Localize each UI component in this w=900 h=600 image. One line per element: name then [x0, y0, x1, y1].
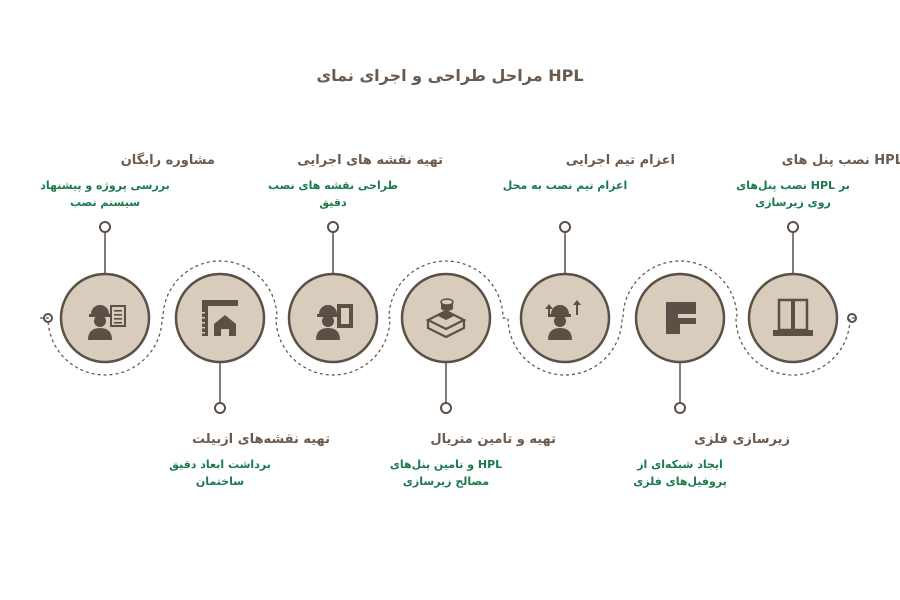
step-description-line: مصالح زیرسازی: [402, 475, 490, 488]
step-text-6: زیرسازی فلزی ایجاد شبکه‌ای از پروفیل‌های ف…: [570, 432, 790, 490]
step-anchor-dot: [327, 221, 339, 233]
step-text-2: تهیه نقشه‌های ازبیلت برداشت ابعاد دقیق ساخ…: [110, 432, 330, 490]
step-title: تهیه و تامین متریال: [430, 432, 556, 447]
step-description-line: طراحی نقشه های نصب: [268, 179, 398, 192]
ruler-house-icon: [202, 300, 238, 336]
dashed-connector: [40, 260, 858, 376]
step-description-line: برداشت ابعاد دقیق: [169, 458, 271, 471]
step-title: اعزام تیم اجرایی: [565, 153, 675, 168]
materials-box-icon: [425, 298, 467, 339]
step-text-1: مشاوره رایگان بررسی پروژه و پیشنهاد سیستم …: [0, 153, 215, 211]
step-description-line: بررسی پروژه و پیشنهاد: [40, 179, 170, 192]
step-title: مشاوره رایگان: [120, 153, 215, 168]
step-6: [634, 272, 726, 414]
step-4: [400, 272, 492, 414]
step-text-5: اعزام تیم اجرایی اعزام تیم نصب به محل: [455, 153, 675, 194]
worker-arrows-icon: [545, 300, 581, 340]
step-2: [174, 272, 266, 414]
step-anchor-dot: [214, 402, 226, 414]
step-description-line: روی زیرسازی: [755, 196, 831, 209]
step-title: تهیه نقشه‌های ازبیلت: [191, 432, 330, 447]
step-title: زیرسازی فلزی: [694, 432, 790, 447]
step-description-line: ساختمان: [195, 475, 245, 488]
step-title: HPL نصب پنل های: [781, 153, 900, 168]
step-title: تهیه نقشه های اجرایی: [297, 153, 443, 168]
step-description-line: ایجاد شبکه‌ای از: [637, 458, 723, 471]
step-anchor-dot: [674, 402, 686, 414]
step-anchor-dot: [559, 221, 571, 233]
step-7: [747, 221, 839, 364]
step-text-7: HPL نصب پنل های بر HPL نصب پنل‌های روی زیر…: [683, 153, 900, 211]
step-description-line: پروفیل‌های فلزی: [633, 475, 727, 488]
step-text-3: تهیه نقشه های اجرایی طراحی نقشه های نصب دق…: [223, 153, 443, 211]
step-text-4: تهیه و تامین متریال HPL و تامین پنل‌های مص…: [336, 432, 556, 490]
panel-install-icon: [773, 298, 813, 336]
page-title: مراحل طراحی و اجرای نمای HPL: [316, 66, 584, 85]
step-anchor-dot: [99, 221, 111, 233]
step-circle: [174, 272, 266, 364]
worker-drawing-icon: [316, 304, 353, 340]
step-description-line: دقیق: [319, 196, 347, 209]
worker-checklist-icon: [88, 305, 126, 340]
step-description-line: سیستم نصب: [69, 196, 141, 209]
step-description-line: بر HPL نصب پنل‌های: [736, 179, 850, 192]
step-3: [287, 221, 379, 364]
step-anchor-dot: [787, 221, 799, 233]
step-anchor-dot: [440, 402, 452, 414]
step-1: [59, 221, 151, 364]
step-5: [519, 221, 611, 364]
step-description-line: HPL و تامین پنل‌های: [389, 458, 503, 471]
step-description-line: اعزام تیم نصب به محل: [502, 179, 628, 192]
metal-profile-icon: [666, 302, 696, 334]
